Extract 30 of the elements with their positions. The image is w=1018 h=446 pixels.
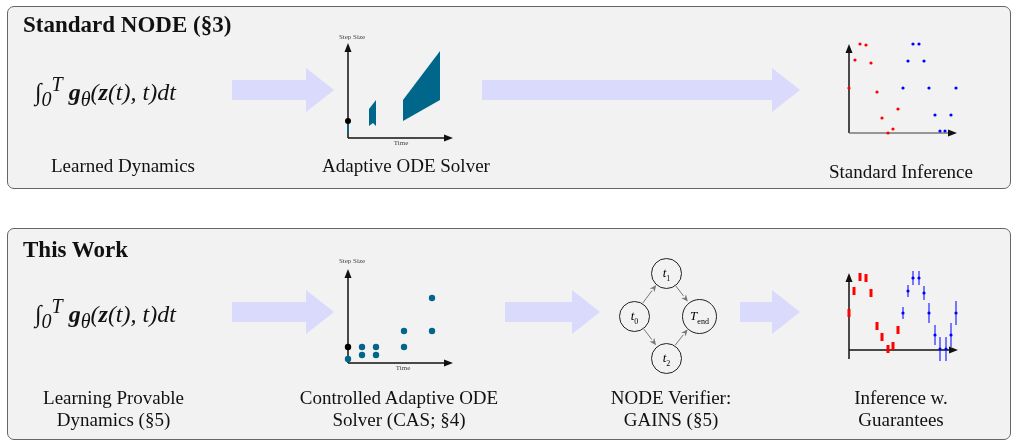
node-label: Adaptive ODE Solver (321, 155, 491, 177)
time-step-circle (651, 343, 682, 374)
math-label: T$_{end}$ (690, 307, 709, 326)
flow-arrow (740, 290, 800, 334)
time-step-circle (651, 258, 682, 289)
node-label: Learned Dynamics (50, 155, 196, 177)
integral-formula: ∫$_{0}$$^{T}$ g$_{θ}$(z(t), t)dt (35, 295, 176, 333)
panel-title: Standard NODE (§3) (23, 12, 232, 39)
math-label: t$_{1}$ (662, 264, 671, 283)
math-label: t$_{2}$ (662, 349, 671, 368)
node-label: Standard Inference (828, 161, 974, 183)
flow-arrow (505, 290, 600, 334)
graph-edge-arrow (674, 284, 688, 302)
graph-edge-arrow (642, 327, 657, 346)
section-panel (7, 228, 1011, 440)
section-panel (7, 6, 1011, 189)
node-label: Learning Provable Dynamics (§5) (42, 387, 185, 431)
panel-title: This Work (23, 237, 129, 264)
node-label: NODE Verifier: GAINS (§5) (609, 387, 733, 431)
flow-arrow (232, 290, 334, 334)
time-step-circle (682, 299, 717, 334)
integral-formula: ∫$_{0}$$^{T}$ g$_{θ}$(z(t), t)dt (35, 73, 176, 111)
flow-arrow (232, 68, 334, 112)
math-label: t$_{0}$ (630, 307, 639, 326)
flow-arrow (482, 68, 800, 112)
graph-edge-arrow (674, 329, 688, 346)
node-label: Controlled Adaptive ODE Solver (CAS; §4) (298, 387, 500, 431)
time-step-circle (619, 301, 650, 332)
graph-edge-arrow (642, 284, 657, 304)
node-label: Inference w. Guarantees (853, 387, 949, 431)
